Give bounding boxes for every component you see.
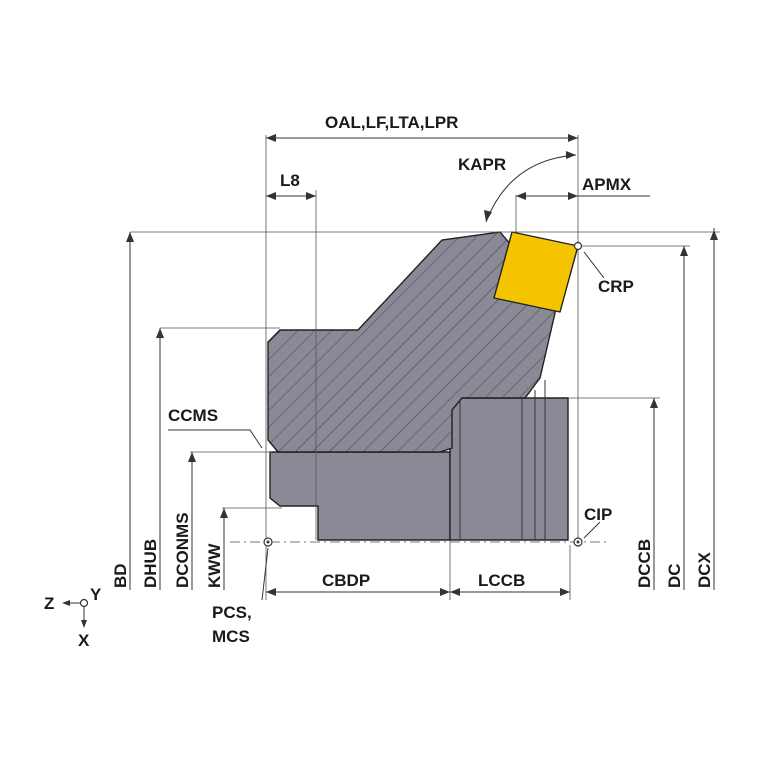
tool-body-lower bbox=[269, 451, 451, 541]
leader-crp bbox=[583, 251, 605, 279]
label-ccms: CCMS bbox=[168, 406, 218, 425]
axis-label-x: X bbox=[78, 631, 90, 650]
label-dc: DC bbox=[665, 563, 684, 588]
label-cbdp: CBDP bbox=[322, 571, 370, 590]
label-lccb: LCCB bbox=[478, 571, 525, 590]
cutting-insert bbox=[493, 231, 579, 313]
label-oal: OAL,LF,LTA,LPR bbox=[325, 113, 458, 132]
leader-ccms bbox=[168, 429, 263, 449]
axis-label-y: Y bbox=[90, 585, 102, 604]
label-kww: KWW bbox=[205, 543, 224, 588]
label-mcs: MCS bbox=[212, 627, 250, 646]
crp-point-icon bbox=[573, 241, 583, 251]
leader-pcs bbox=[261, 547, 269, 601]
tool-body-section bbox=[267, 231, 559, 453]
tool-body-right bbox=[449, 397, 569, 541]
axis-label-z: Z bbox=[44, 594, 54, 613]
axis-symbol-icon bbox=[62, 598, 89, 628]
label-apmx: APMX bbox=[582, 175, 632, 194]
label-dhub: DHUB bbox=[141, 539, 160, 588]
label-dcx: DCX bbox=[695, 551, 714, 588]
label-dccb: DCCB bbox=[635, 539, 654, 588]
label-crp: CRP bbox=[598, 277, 634, 296]
label-cip: CIP bbox=[584, 505, 612, 524]
label-kapr: KAPR bbox=[458, 155, 506, 174]
dim-kapr-arc bbox=[485, 154, 577, 223]
label-l8: L8 bbox=[280, 171, 300, 190]
label-bd: BD bbox=[111, 563, 130, 588]
label-dconms: DCONMS bbox=[173, 512, 192, 588]
leader-cip bbox=[583, 521, 601, 539]
label-pcs: PCS, bbox=[212, 603, 252, 622]
